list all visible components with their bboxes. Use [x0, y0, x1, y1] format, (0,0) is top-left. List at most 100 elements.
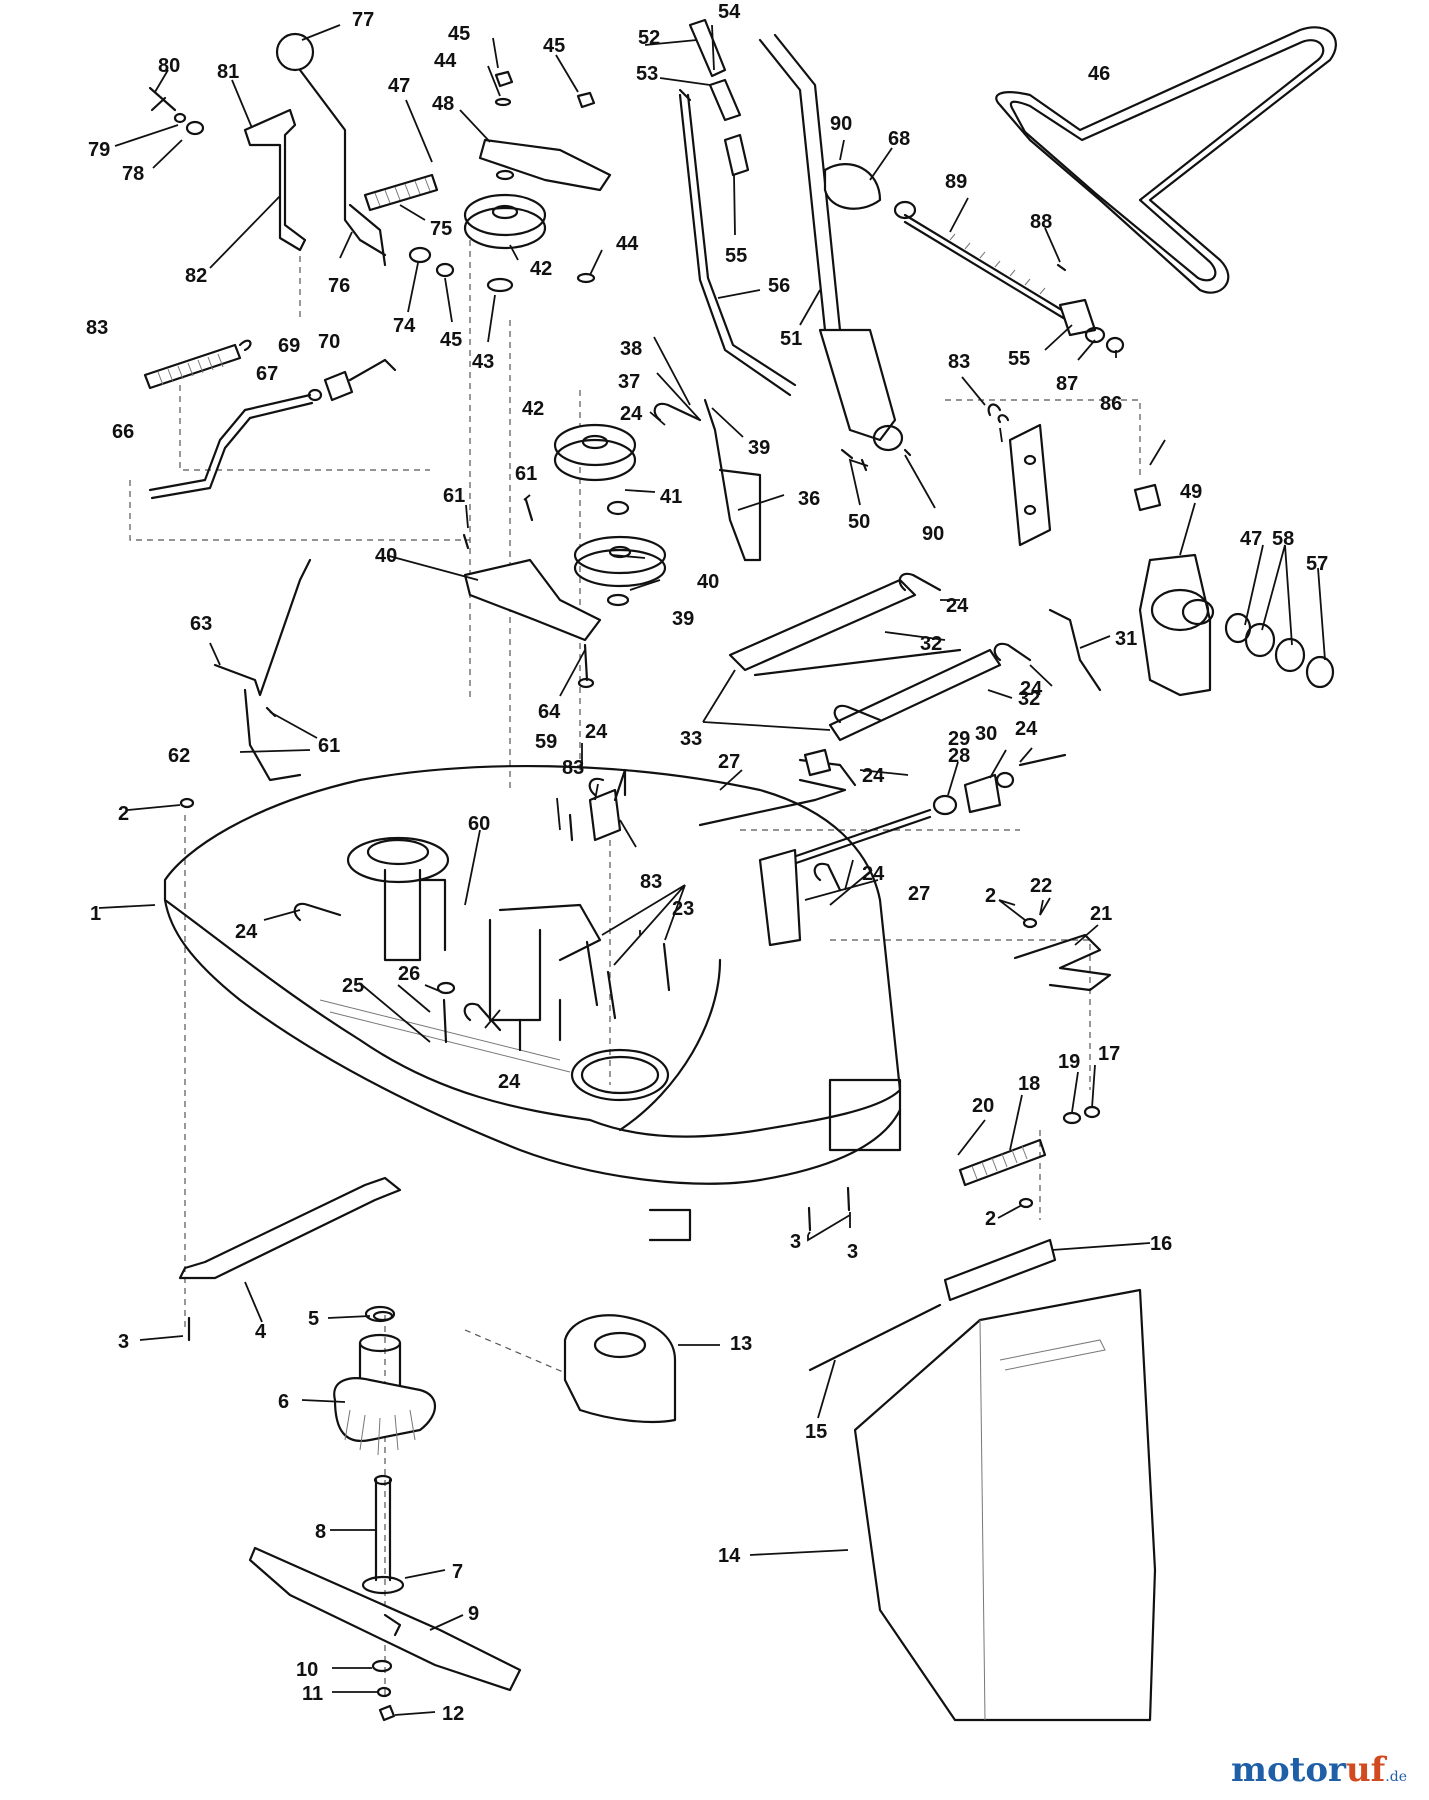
callout-52: 52 — [638, 27, 660, 49]
callout-16: 16 — [1150, 1233, 1172, 1255]
callout-10: 10 — [296, 1659, 318, 1681]
callout-51: 51 — [780, 328, 802, 350]
nuts-and-washers — [486, 70, 596, 293]
callout-3a: 3 — [790, 1231, 801, 1253]
callout-88: 90 — [922, 523, 944, 545]
shift-lever — [275, 32, 387, 267]
callout-74: 79 — [88, 139, 110, 161]
callout-6: 6 — [278, 1391, 289, 1413]
extension-spring-78 — [143, 339, 252, 390]
callout-64: 64 — [538, 701, 561, 723]
chute-14 — [853, 1288, 1157, 1722]
callout-57: 57 — [1306, 553, 1328, 575]
callout-23: 23 — [672, 898, 694, 920]
callout-73: 78 — [122, 163, 144, 185]
callout-48: 48 — [432, 93, 454, 115]
idler-bracket-48 — [478, 138, 612, 192]
callout-31: 31 — [1115, 628, 1137, 650]
callout-21: 21 — [1090, 903, 1112, 925]
callout-44b: 44 — [616, 233, 639, 255]
callout-59: 59 — [535, 731, 557, 753]
callout-66b: 67 — [256, 363, 278, 385]
callout-15: 15 — [805, 1421, 827, 1443]
callout-41: 41 — [660, 486, 682, 508]
callout-65: 66 — [112, 421, 134, 443]
callout-42b: 42 — [522, 398, 544, 420]
callout-72: 77 — [352, 9, 374, 31]
frame-plate — [1008, 423, 1162, 547]
callout-79: 83 — [640, 871, 662, 893]
callout-2c: 2 — [985, 1208, 996, 1230]
idler-pulley-upper — [463, 193, 547, 250]
callout-63: 63 — [190, 613, 212, 635]
callout-61c: 61 — [318, 735, 340, 757]
callout-14: 14 — [718, 1545, 741, 1567]
callout-78: 83 — [86, 317, 108, 339]
callout-24c: 24 — [1020, 678, 1043, 700]
callout-45a: 45 — [440, 329, 462, 351]
callout-36: 38 — [620, 338, 642, 360]
callout-77: 82 — [185, 265, 207, 287]
callout-43: 43 — [472, 351, 494, 373]
callout-1: 1 — [90, 903, 101, 925]
callout-20: 20 — [972, 1095, 994, 1117]
callout-27a: 27 — [718, 751, 740, 773]
callout-87: 90 — [830, 113, 852, 135]
spring-18 — [958, 1138, 1047, 1187]
callout-53: 53 — [636, 63, 658, 85]
lift-bracket-49 — [1138, 553, 1215, 697]
callout-4: 4 — [255, 1321, 267, 1343]
adjust-rod-27-lower — [758, 771, 1015, 947]
rod-15 — [808, 1303, 942, 1372]
bushing-69 — [408, 246, 455, 278]
bolts — [179, 498, 1038, 1342]
stiffener-bar-4 — [178, 1176, 402, 1280]
callout-11: 11 — [302, 1683, 323, 1705]
callout-47a: 47 — [388, 75, 410, 97]
callout-42a: 42 — [530, 258, 552, 280]
blade-hardware — [371, 1310, 396, 1722]
link-bars-33 — [728, 578, 1002, 742]
callout-24b: 24 — [946, 595, 969, 617]
callout-86: 89 — [945, 171, 967, 193]
callout-38: 40 — [375, 545, 397, 567]
adjustment-rod-86 — [823, 163, 1125, 354]
idler-bracket-38 — [463, 558, 602, 642]
drive-belt — [995, 26, 1337, 294]
callout-35: 37 — [618, 371, 640, 393]
construction-lines — [129, 240, 1141, 1700]
callout-83: 87 — [1056, 373, 1078, 395]
lift-rod-65 — [148, 393, 314, 500]
callout-29: 29 — [948, 728, 970, 750]
deflector-bracket-21 — [1013, 933, 1112, 992]
callout-18: 18 — [1018, 1073, 1040, 1095]
callout-44a: 44 — [434, 50, 457, 72]
callout-24f: 24 — [1015, 718, 1038, 740]
callout-54: 54 — [718, 1, 741, 23]
watermark-brand-b: uf — [1345, 1750, 1386, 1790]
washers-17-19 — [1062, 1105, 1101, 1125]
bracket-16 — [943, 1238, 1057, 1302]
callout-5: 5 — [308, 1308, 319, 1330]
callouts: 77 80 81 79 78 82 76 75 74 45 47 48 45 4… — [86, 1, 1328, 1725]
spindle-shaft-8 — [361, 1474, 405, 1595]
callout-28: 28 — [948, 745, 970, 767]
callout-62: 62 — [168, 745, 190, 767]
callout-85: 88 — [1030, 211, 1052, 233]
callout-33: 33 — [680, 728, 702, 750]
callout-2b: 2 — [985, 885, 996, 907]
callout-24g: 24 — [862, 863, 885, 885]
adjust-rod-27-upper — [698, 748, 857, 827]
callout-13: 13 — [730, 1333, 752, 1355]
callout-3c: 3 — [118, 1331, 129, 1353]
callout-25: 25 — [342, 975, 364, 997]
spring-70 — [363, 173, 439, 212]
callout-80: 83 — [562, 757, 584, 779]
leader-lines — [98, 24, 1326, 1716]
callout-75: 80 — [158, 55, 180, 77]
callout-45c: 45 — [543, 35, 565, 57]
callout-24i: 24 — [498, 1071, 521, 1093]
callout-58: 58 — [1272, 528, 1294, 550]
callout-22: 22 — [1030, 875, 1052, 897]
